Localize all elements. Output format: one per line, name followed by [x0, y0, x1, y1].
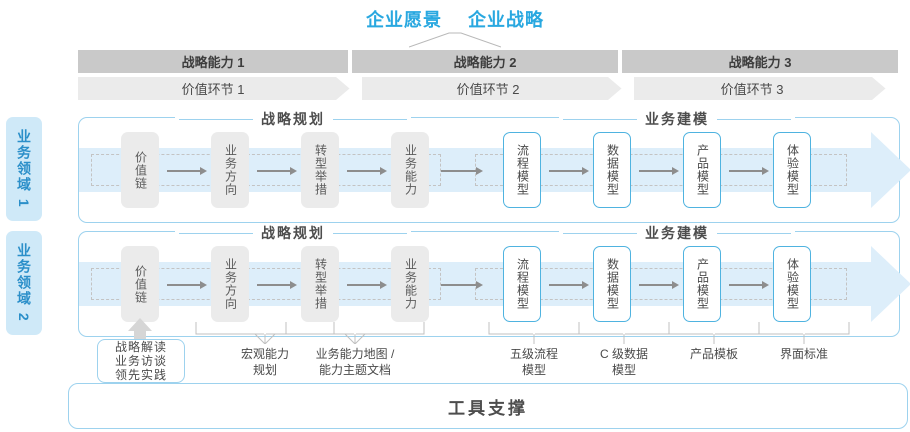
intake-line-2: 业务访谈 [114, 354, 167, 368]
group-title-modeling-text-1: 业务建模 [645, 111, 709, 127]
title-rule-left [563, 118, 637, 120]
tool-label-macro-capability: 宏观能力规划 [240, 347, 289, 377]
domain-1-label: 业务领域 1 [16, 129, 32, 209]
group-title-planning-1: 战略规划 [175, 109, 411, 129]
node-product-model-1[interactable]: 产品模型 [683, 132, 721, 208]
node-value-chain-1[interactable]: 价值链 [121, 132, 159, 208]
node-experience-model-2[interactable]: 体验模型 [773, 246, 811, 322]
node-business-direction-2[interactable]: 业务方向 [211, 246, 249, 322]
title-rule-left [563, 232, 637, 234]
sidebar-item-domain-2[interactable]: 业务领域 2 [6, 231, 42, 335]
title-rule-right [333, 118, 407, 120]
planning-dashed-outline-1 [91, 154, 441, 186]
node-business-capability-2[interactable]: 业务能力 [391, 246, 429, 322]
tool-support-footer: 工具支撑 [68, 383, 908, 429]
modeling-dashed-outline-1 [475, 154, 847, 186]
node-business-direction-1[interactable]: 业务方向 [211, 132, 249, 208]
arrow-icon-2a [167, 281, 207, 289]
vision-label-enterprise-strategy: 企业战略 [468, 10, 544, 30]
arrow-icon-1a [167, 167, 207, 175]
capability-bar: 战略能力 1 战略能力 2 战略能力 3 [78, 50, 898, 73]
bracket-icon-product-template [668, 322, 760, 344]
arrow-icon-1b [257, 167, 297, 175]
capability-cell-3[interactable]: 战略能力 3 [622, 50, 898, 73]
vision-label-enterprise-vision: 企业愿景 [366, 10, 442, 30]
sidebar-item-domain-1[interactable]: 业务领域 1 [6, 117, 42, 221]
title-rule-right [717, 118, 791, 120]
arrow-icon-2d [549, 281, 589, 289]
bracket-icon-capability-map [285, 322, 425, 344]
node-transformation-measures-2[interactable]: 转型举措 [301, 246, 339, 322]
value-link-bar: 价值环节 1 价值环节 2 价值环节 3 [78, 77, 898, 100]
domain-row-2: 战略规划 业务建模 价值链 业务方向 转型举措 业务能力 流程模型 数据模型 产… [78, 223, 910, 337]
bracket-icon-ui-standard [758, 322, 850, 344]
node-product-model-2[interactable]: 产品模型 [683, 246, 721, 322]
tool-label-process-model: 五级流程模型 [509, 347, 558, 377]
title-rule-right [717, 232, 791, 234]
flow-band-arrowhead-2 [871, 246, 910, 322]
group-title-modeling-2: 业务建模 [559, 223, 795, 243]
vision-row: 企业愿景 企业战略 [0, 6, 910, 32]
arrow-icon-2f [729, 281, 769, 289]
group-title-planning-text-2: 战略规划 [261, 225, 325, 241]
group-title-planning-text-1: 战略规划 [261, 111, 325, 127]
intake-line-3: 领先实践 [114, 368, 167, 382]
tool-label-data-model: C 级数据模型 [599, 347, 648, 377]
title-rule-right [333, 232, 407, 234]
arrow-icon-2mid [441, 281, 483, 289]
domain-2-label: 业务领域 2 [16, 243, 32, 323]
group-title-planning-2: 战略规划 [175, 223, 411, 243]
title-rule-left [179, 118, 253, 120]
arrow-icon-1c [347, 167, 387, 175]
node-value-chain-2[interactable]: 价值链 [121, 246, 159, 322]
domain-row-1: 战略规划 业务建模 价值链 业务方向 转型举措 业务能力 流程模型 数据模型 产… [78, 109, 910, 223]
node-data-model-2[interactable]: 数据模型 [593, 246, 631, 322]
up-arrow-icon-intake [128, 318, 152, 344]
arrow-icon-1mid [441, 167, 483, 175]
tool-label-product-template: 产品模板 [689, 347, 738, 361]
vision-connector-icon [409, 32, 501, 48]
planning-dashed-outline-2 [91, 268, 441, 300]
value-link-cell-3[interactable]: 价值环节 3 [720, 82, 784, 97]
arrow-icon-1d [549, 167, 589, 175]
modeling-dashed-outline-2 [475, 268, 847, 300]
tool-label-ui-standard: 界面标准 [779, 347, 828, 361]
group-title-modeling-1: 业务建模 [559, 109, 795, 129]
tool-label-capability-map: 业务能力地图 /能力主题文档 [315, 347, 395, 377]
title-rule-left [179, 232, 253, 234]
value-link-cell-1[interactable]: 价值环节 1 [181, 82, 245, 97]
value-link-cell-2[interactable]: 价值环节 2 [456, 82, 520, 97]
capability-cell-2[interactable]: 战略能力 2 [352, 50, 618, 73]
node-transformation-measures-1[interactable]: 转型举措 [301, 132, 339, 208]
group-title-modeling-text-2: 业务建模 [645, 225, 709, 241]
flow-band-arrowhead-1 [871, 132, 910, 208]
arrow-icon-1f [729, 167, 769, 175]
bracket-icon-process-model [488, 322, 580, 344]
node-process-model-2[interactable]: 流程模型 [503, 246, 541, 322]
node-business-capability-1[interactable]: 业务能力 [391, 132, 429, 208]
tool-support-title: 工具支撑 [448, 398, 528, 418]
arrow-icon-1e [639, 167, 679, 175]
node-experience-model-1[interactable]: 体验模型 [773, 132, 811, 208]
node-process-model-1[interactable]: 流程模型 [503, 132, 541, 208]
intake-methods-box[interactable]: 战略解读 业务访谈 领先实践 [97, 339, 185, 383]
arrow-icon-2c [347, 281, 387, 289]
node-data-model-1[interactable]: 数据模型 [593, 132, 631, 208]
capability-cell-1[interactable]: 战略能力 1 [78, 50, 348, 73]
arrow-icon-2b [257, 281, 297, 289]
bracket-icon-data-model [578, 322, 670, 344]
intake-line-1: 战略解读 [114, 340, 167, 354]
arrow-icon-2e [639, 281, 679, 289]
